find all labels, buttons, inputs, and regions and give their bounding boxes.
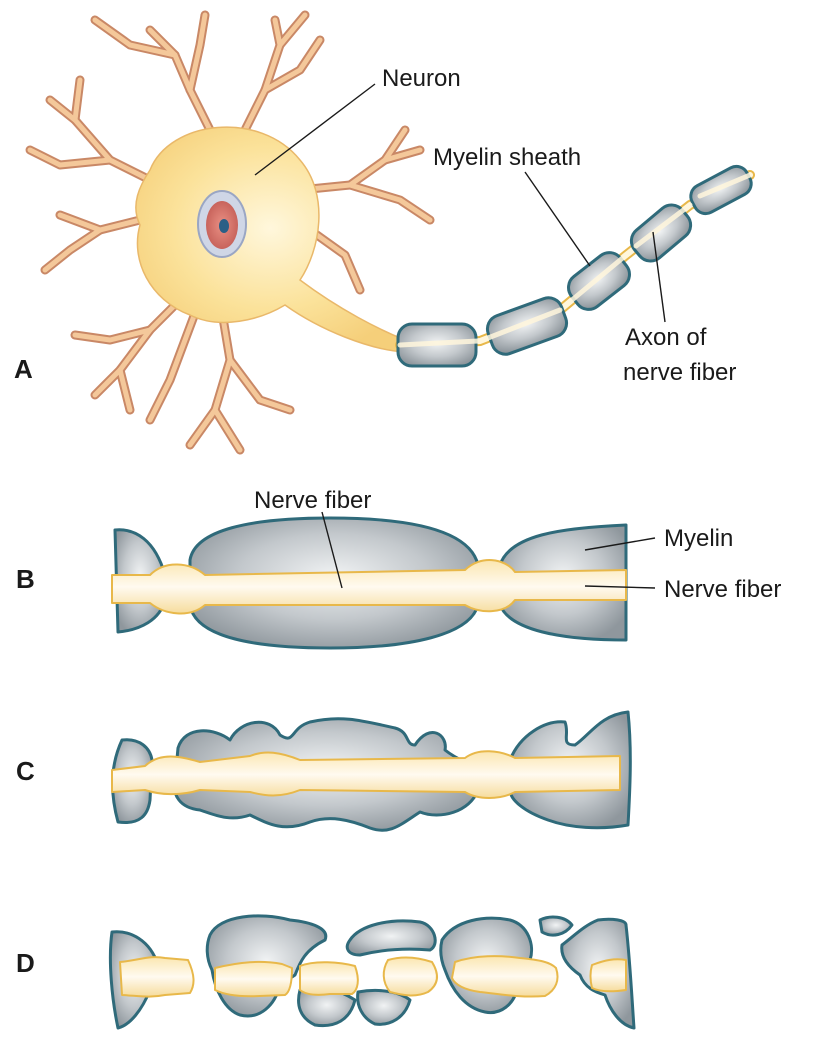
axon-leader-line [652, 231, 666, 323]
dendrites [25, 10, 435, 455]
neuron-leader-line [254, 83, 376, 176]
panel-c: C [16, 710, 632, 832]
panel-a-letter: A [14, 354, 33, 384]
cell-body [135, 126, 406, 353]
neuron-label: Neuron [382, 65, 461, 92]
myelin-fragment [345, 919, 437, 957]
panel-d-letter: D [16, 948, 35, 978]
nerve-fiber-right-leader-line [584, 585, 656, 589]
axon-fragment [299, 961, 359, 996]
nerve-fiber-axon [111, 559, 627, 615]
myelin-leader-line [584, 537, 656, 551]
axon-fragment [119, 956, 195, 998]
panel-a: A [14, 10, 755, 455]
myelin-segment [689, 164, 753, 216]
axon-fragment [214, 960, 293, 998]
myelin-label: Myelin [664, 525, 733, 552]
panel-b: B Nerve fiber Myelin Nerve fiber [16, 487, 781, 650]
nerve-fiber-right-label: Nerve fiber [664, 576, 781, 603]
myelin-segment [629, 203, 693, 263]
nerve-fiber-axon [111, 750, 621, 799]
myelin-sheath-leader-line [524, 171, 591, 267]
nerve-fiber-top-label: Nerve fiber [254, 487, 371, 514]
panel-b-letter: B [16, 564, 35, 594]
nerve-fiber-top-leader-line [321, 511, 343, 589]
nucleolus [219, 219, 229, 233]
panel-d: D [16, 914, 636, 1030]
axon-label-line1: Axon of [625, 324, 707, 351]
myelin-segment [485, 296, 569, 356]
panel-c-letter: C [16, 756, 35, 786]
axon-fragment [451, 955, 559, 998]
axon-fragment [382, 956, 438, 997]
myelin-sheath-label: Myelin sheath [433, 144, 581, 171]
myelinated-axon [395, 164, 755, 368]
axon-label-line2: nerve fiber [623, 359, 736, 386]
myelin-fragment [538, 915, 574, 937]
axon-fragment [589, 958, 627, 993]
